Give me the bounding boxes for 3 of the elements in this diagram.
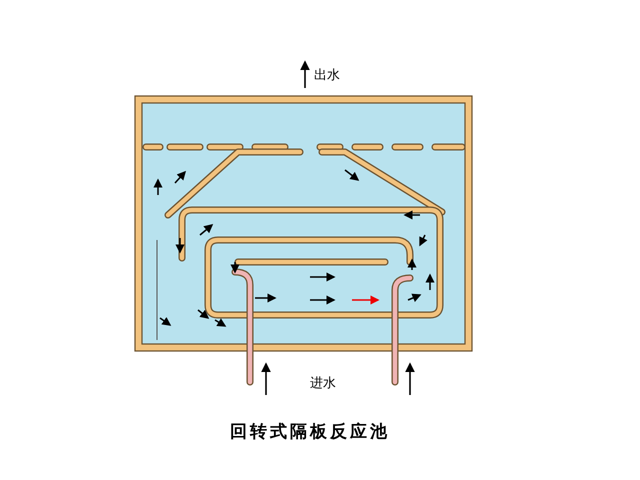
inlet-label: 进水 (310, 375, 336, 392)
outlet-label: 出水 (314, 67, 340, 84)
diagram-title: 回转式隔板反应池 (230, 421, 390, 443)
